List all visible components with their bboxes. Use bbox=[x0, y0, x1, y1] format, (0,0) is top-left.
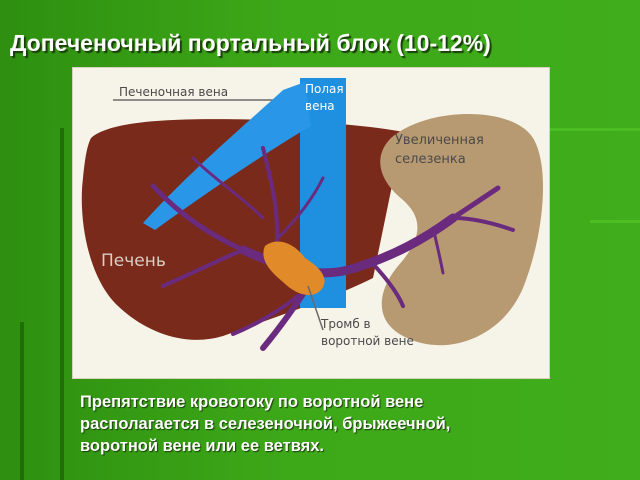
thrombus-pointer-line bbox=[307, 285, 324, 331]
background-stripe bbox=[548, 128, 640, 131]
caption-line-2: располагается в селезеночной, брыжеечной… bbox=[80, 415, 451, 433]
hepatic-vein-label: Печеночная вена bbox=[119, 85, 228, 99]
liver-label: Печень bbox=[101, 251, 166, 271]
thrombus-shape bbox=[263, 241, 325, 296]
hepatic-vein bbox=[143, 82, 311, 230]
diagram-frame: Печеночная вена Полая вена Увеличенная с… bbox=[72, 67, 550, 379]
background-stripe bbox=[590, 220, 640, 223]
background-stripe bbox=[20, 322, 24, 480]
caption-line-3: воротной вене или ее ветвях. bbox=[80, 437, 325, 455]
vena-cava-label-line-1: Полая bbox=[305, 82, 344, 96]
caption-line-1: Препятствие кровотоку по воротной вене bbox=[80, 393, 424, 411]
slide-caption: Препятствие кровотоку по воротной вене р… bbox=[80, 391, 600, 457]
spleen-shape bbox=[380, 114, 544, 346]
spleen-label-line-2: селезенка bbox=[395, 152, 466, 167]
portal-block-diagram: Печеночная вена Полая вена Увеличенная с… bbox=[81, 78, 544, 351]
background-stripe bbox=[60, 128, 64, 480]
spleen-label-line-1: Увеличенная bbox=[395, 133, 484, 148]
slide-title: Допеченочный портальный блок (10-12%) bbox=[10, 30, 491, 56]
thrombus-label-line-2: воротной вене bbox=[321, 334, 414, 348]
thrombus-label-line-1: Тромб в bbox=[320, 317, 371, 331]
vena-cava-label-line-2: вена bbox=[305, 99, 335, 113]
